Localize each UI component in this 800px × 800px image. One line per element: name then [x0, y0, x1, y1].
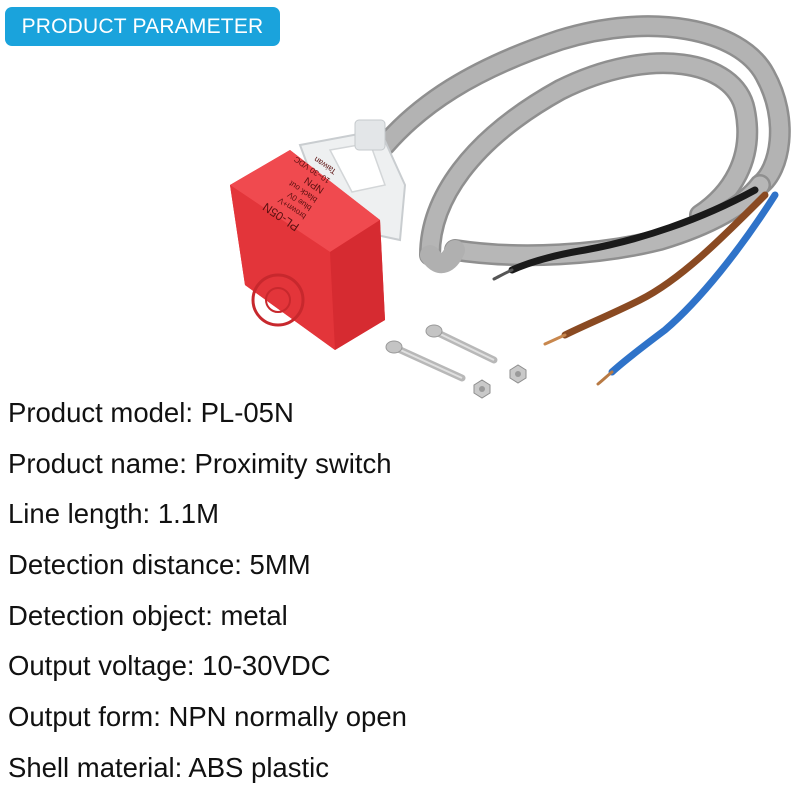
- spec-output-form: Output form: NPN normally open: [8, 701, 407, 733]
- sensor-housing: PL-05N brown+V blue 0V black out NPN 10~…: [230, 150, 385, 350]
- spec-product-model: Product model: PL-05N: [8, 397, 294, 428]
- spec-shell-material: Shell material: ABS plastic: [8, 751, 329, 783]
- spec-detection-object: Detection object: metal: [8, 599, 288, 631]
- spec-list: Product model: PL-05N Product name: Prox…: [8, 388, 788, 794]
- hex-nuts: [473, 364, 527, 399]
- cable-coil: [374, 15, 791, 274]
- wire-ends: [492, 186, 779, 386]
- spec-output-voltage: Output voltage: 10-30VDC: [8, 650, 331, 682]
- product-photo: PL-05N brown+V blue 0V black out NPN 10~…: [230, 15, 791, 399]
- mounting-screws: [385, 324, 498, 382]
- spec-product-name: Product name: Proximity switch: [8, 447, 392, 479]
- spec-detection-distance: Detection distance: 5MM: [8, 549, 311, 581]
- section-title-badge: PRODUCT PARAMETER: [5, 7, 280, 46]
- spec-line-length: Line length: 1.1M: [8, 498, 219, 530]
